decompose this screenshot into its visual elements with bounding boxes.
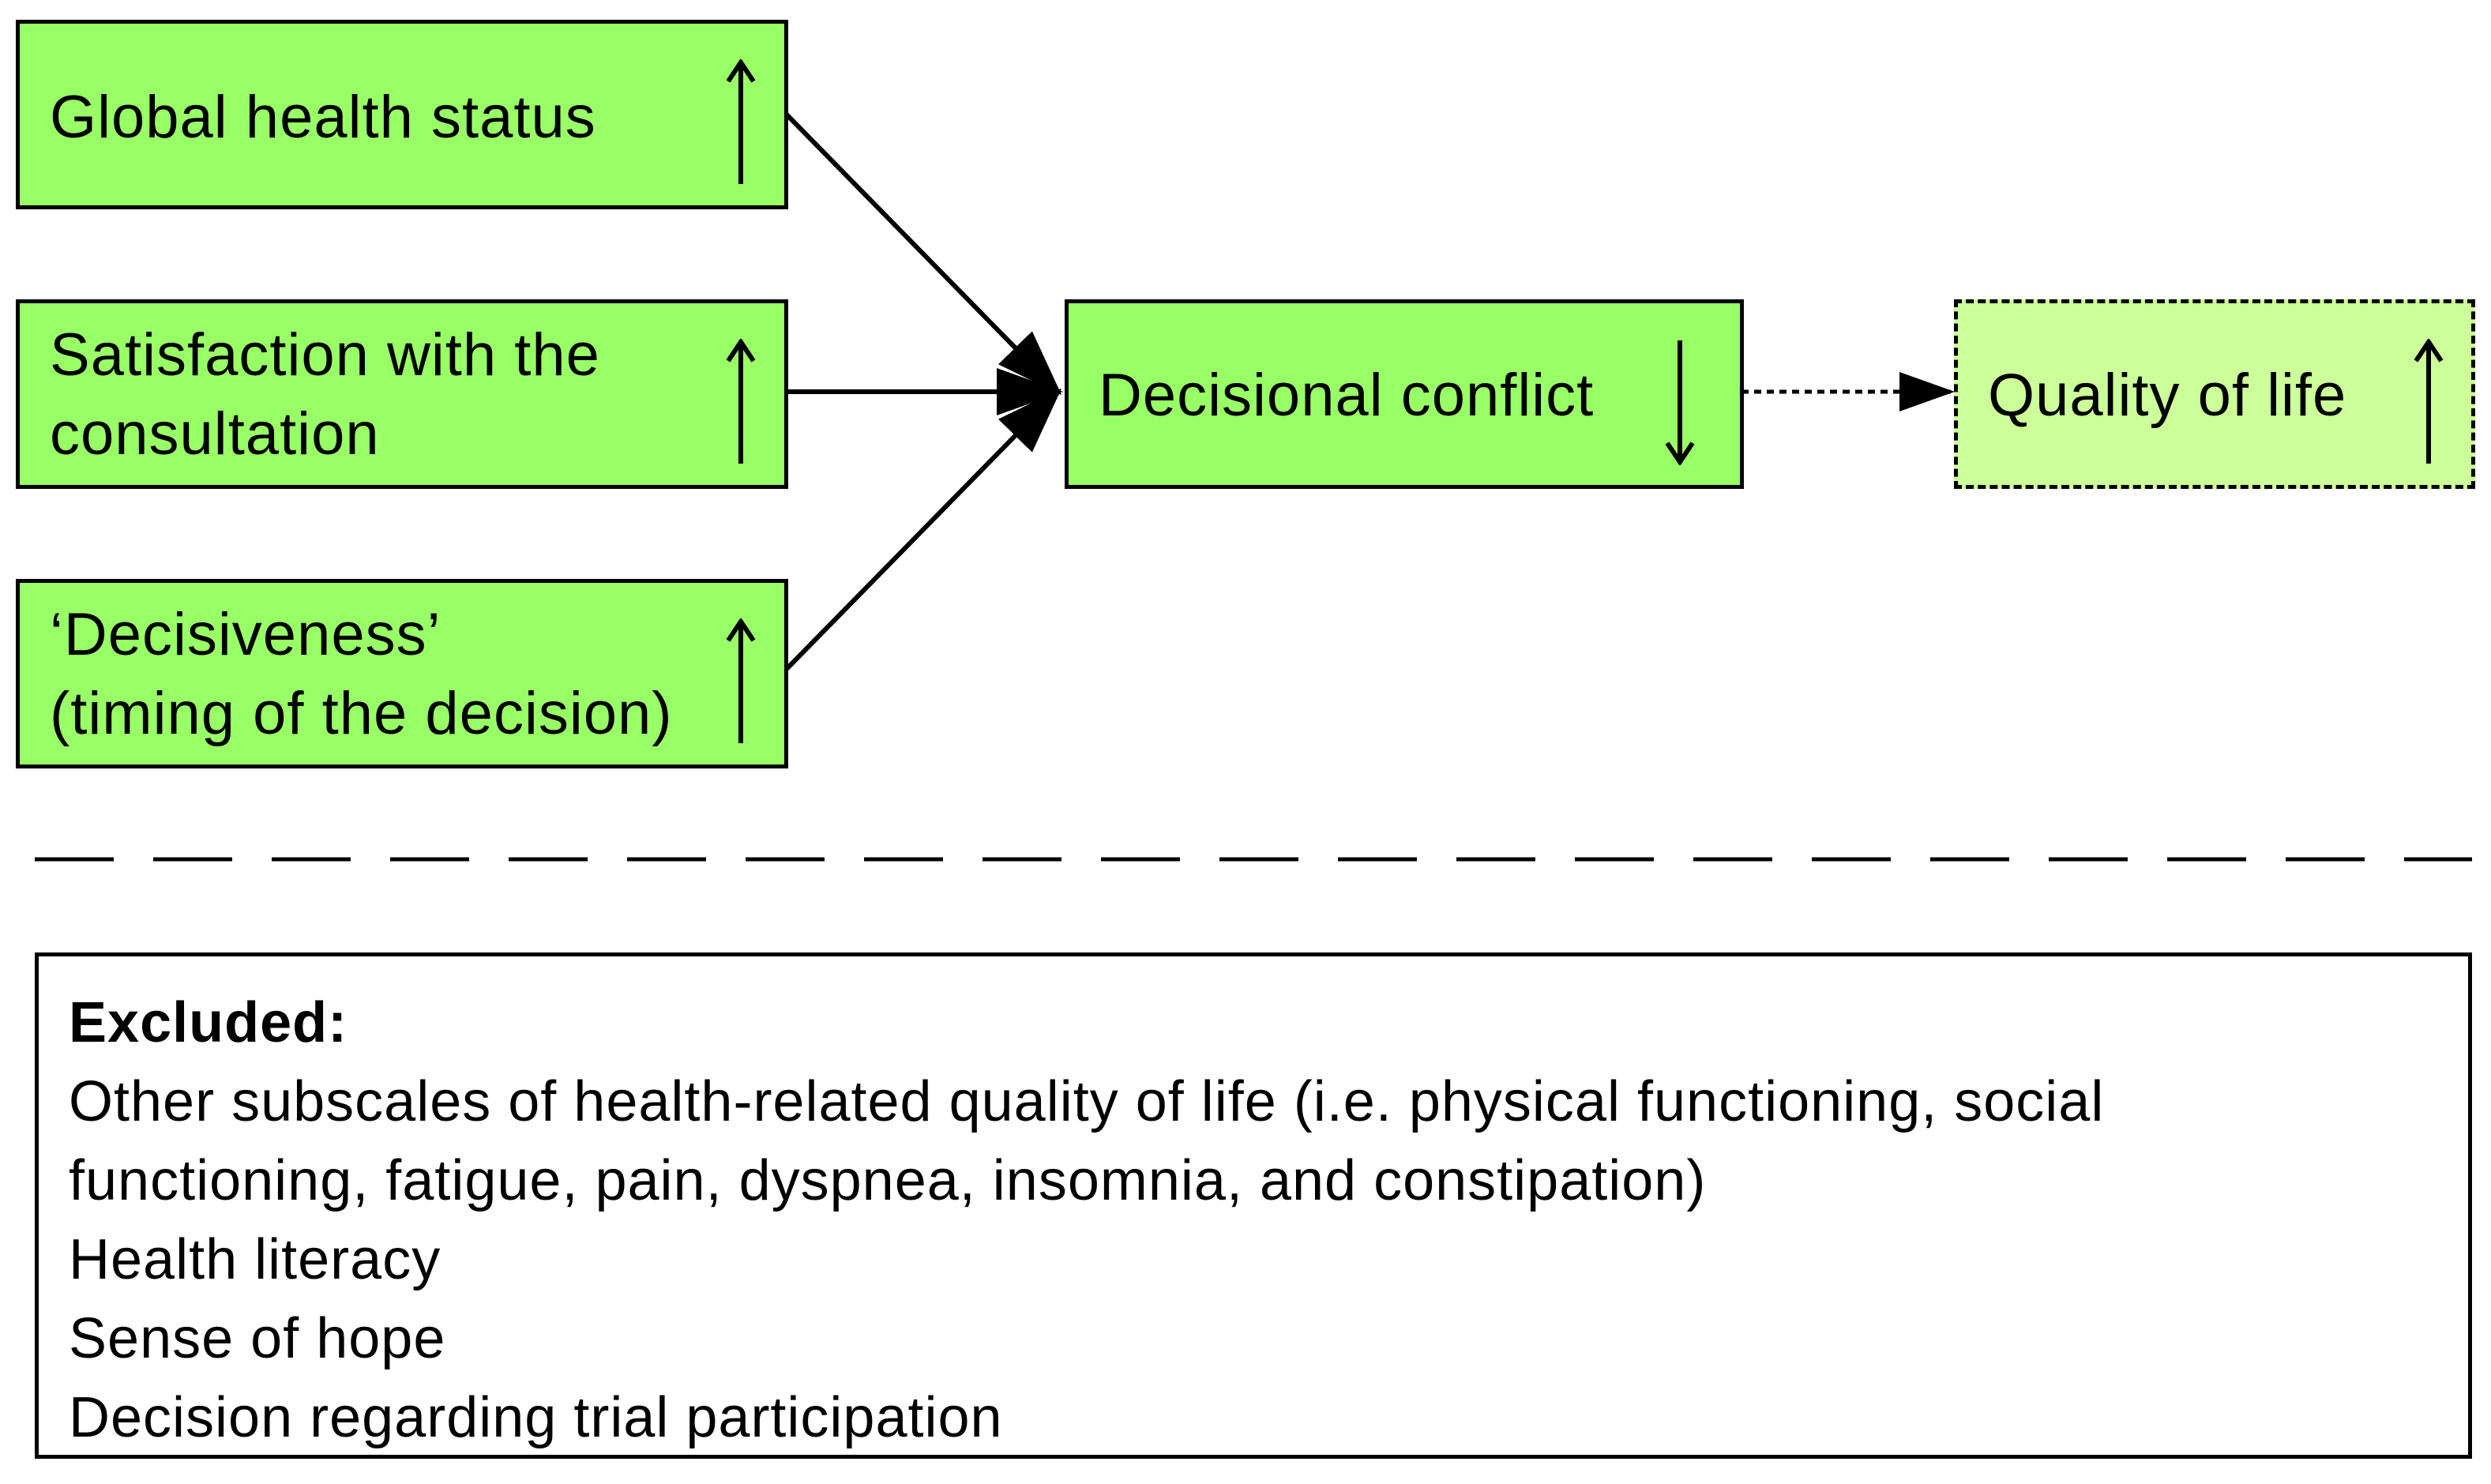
excluded-variables-box: Excluded: Other subscales of health-rela… xyxy=(35,952,2472,1459)
node-label: Decisional conflict xyxy=(1099,362,1595,429)
excluded-item: Sense of hope xyxy=(69,1307,446,1370)
node-label: Quality of life xyxy=(1988,362,2347,429)
node-satisfaction-with-consultation: Satisfaction with the consultation xyxy=(16,299,788,489)
edge-global-health-to-decisional-conflict xyxy=(783,111,1062,396)
node-quality-of-life: Quality of life xyxy=(1954,299,2475,489)
node-label-line-1: Satisfaction with the xyxy=(50,321,600,389)
node-label-line-2: consultation xyxy=(50,400,380,468)
node-label-line-2: (timing of the decision) xyxy=(50,680,673,747)
excluded-item: Other subscales of health-related qualit… xyxy=(69,1070,2105,1133)
edge-decisiveness-to-decisional-conflict xyxy=(783,388,1062,672)
node-decisional-conflict: Decisional conflict xyxy=(1065,299,1744,489)
node-label-line-1: ‘Decisiveness’ xyxy=(50,601,441,668)
down-arrow-icon xyxy=(1664,339,1696,465)
node-global-health-status: Global health status xyxy=(16,20,788,209)
up-arrow-icon xyxy=(725,59,757,186)
excluded-item: functioning, fatigue, pain, dyspnea, ins… xyxy=(69,1149,1707,1212)
excluded-item: Health literacy xyxy=(69,1228,441,1291)
up-arrow-icon xyxy=(725,339,757,465)
up-arrow-icon xyxy=(2413,339,2444,465)
excluded-heading: Excluded: xyxy=(69,991,348,1054)
excluded-item: Decision regarding trial participation xyxy=(69,1386,1003,1449)
up-arrow-icon xyxy=(725,618,757,745)
node-decisiveness: ‘Decisiveness’ (timing of the decision) xyxy=(16,579,788,768)
node-label: Global health status xyxy=(50,84,596,151)
